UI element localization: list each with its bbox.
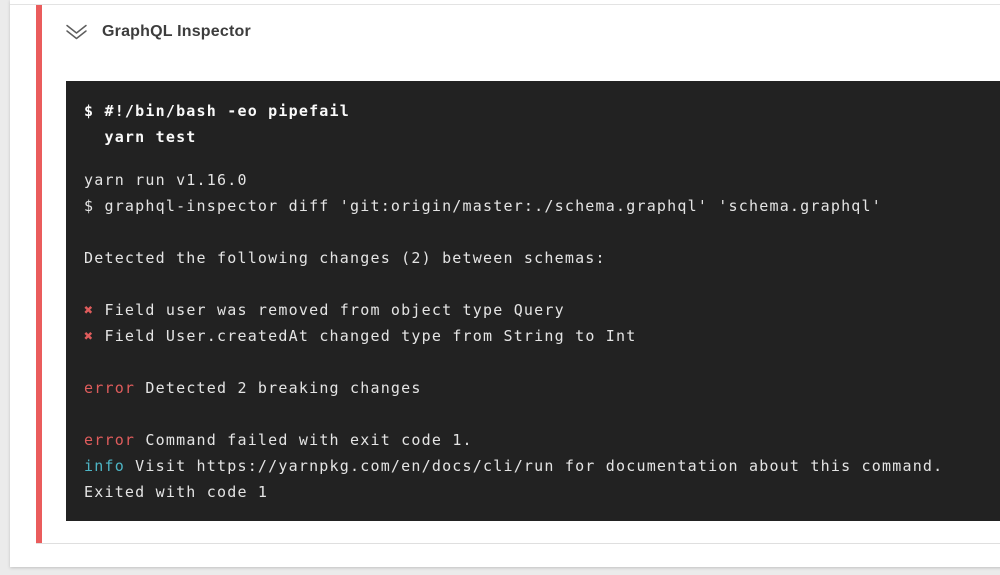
step-status-accent-bar (36, 5, 42, 543)
terminal-line: Detected the following changes (2) betwe… (84, 249, 606, 267)
terminal-line (84, 401, 1000, 427)
terminal-line (84, 349, 1000, 375)
card-top-divider (10, 4, 1000, 5)
terminal-line: $ #!/bin/bash -eo pipefail (84, 102, 350, 120)
terminal-output-block: yarn run v1.16.0 $ graphql-inspector diff… (84, 167, 1000, 505)
terminal-line: info Visit https://yarnpkg.com/en/docs/c… (84, 457, 944, 475)
terminal-output-panel: $ #!/bin/bash -eo pipefail yarn test yar… (66, 81, 1000, 521)
build-step-card: GraphQL Inspector $ #!/bin/bash -eo pipe… (10, 0, 1000, 567)
terminal-line: ✖ Field User.createdAt changed type from… (84, 327, 637, 345)
terminal-line: $ graphql-inspector diff 'git:origin/mas… (84, 197, 882, 215)
terminal-line: ✖ Field user was removed from object typ… (84, 301, 565, 319)
terminal-line: error Command failed with exit code 1. (84, 431, 473, 449)
double-chevron-down-icon[interactable] (64, 22, 89, 42)
step-title: GraphQL Inspector (102, 23, 251, 40)
terminal-command-block: $ #!/bin/bash -eo pipefail yarn test (84, 98, 1000, 150)
terminal-line (84, 271, 1000, 297)
terminal-line: Exited with code 1 (84, 483, 269, 501)
terminal-line: yarn run v1.16.0 (84, 171, 248, 189)
step-header[interactable]: GraphQL Inspector (64, 22, 251, 42)
terminal-line: error Detected 2 breaking changes (84, 379, 422, 397)
terminal-line: yarn test (84, 128, 197, 146)
terminal-line (84, 219, 1000, 245)
step-bottom-divider (36, 543, 1000, 544)
